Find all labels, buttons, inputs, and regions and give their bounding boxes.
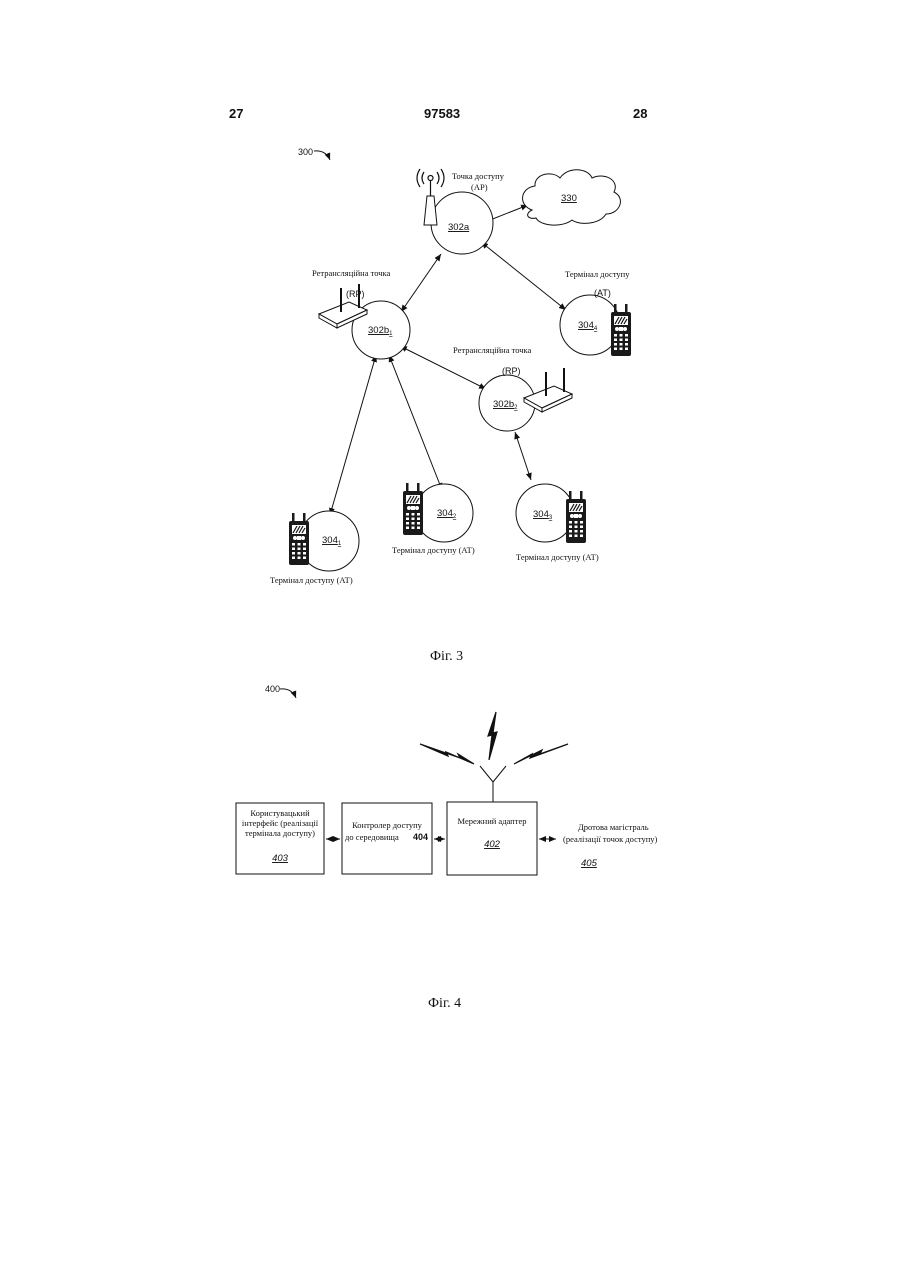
mac-block-ref: 404 — [413, 832, 428, 842]
backhaul-line2: (реалізації точок доступу) — [563, 834, 658, 844]
fig4-ref-arrow — [280, 689, 296, 698]
phone-icon — [566, 491, 586, 543]
fig3-ref-label: 300 — [298, 147, 313, 157]
net-block-ref: 402 — [484, 839, 501, 850]
ui-block-line2: інтерфейс (реалізації — [242, 818, 319, 828]
antenna-icon — [480, 766, 506, 802]
fig4-caption: Фіг. 4 — [428, 996, 461, 1011]
mac-block-line2: до середовища — [345, 832, 399, 842]
link-ap-at4 — [481, 242, 566, 310]
backhaul-line1: Дротова магістраль — [578, 822, 649, 832]
fig3-caption: Фіг. 3 — [430, 649, 463, 664]
backhaul-ref: 405 — [581, 858, 598, 869]
phone-icon — [403, 483, 423, 535]
at4-tag: (AT) — [594, 288, 611, 298]
net-block-line1: Мережний адаптер — [458, 816, 527, 826]
mac-block-line1: Контролер доступу — [352, 820, 423, 830]
link-ap-rp1 — [401, 254, 441, 312]
link-rp1-at1 — [330, 355, 376, 515]
rp2-tag: (RP) — [502, 366, 521, 376]
fig4-ref-label: 400 — [265, 684, 280, 694]
cloud-ref: 330 — [561, 193, 577, 204]
ui-block-line3: термінала доступу) — [245, 828, 315, 838]
at2-label: Термінал доступу (AT) — [392, 545, 475, 555]
rp1-label: Ретрансляційна точка — [312, 268, 391, 278]
rp2-label: Ретрансляційна точка — [453, 345, 532, 355]
at4-label: Термінал доступу — [565, 269, 630, 279]
fig3-ref-arrow — [314, 151, 330, 160]
phone-icon — [289, 513, 309, 565]
ui-block-line1: Користувацький — [250, 808, 310, 818]
fig3-links — [330, 205, 566, 515]
at1-label: Термінал доступу (AT) — [270, 575, 353, 585]
phone-icon — [611, 304, 631, 356]
ap-ref: 302a — [448, 222, 470, 233]
ap-label-tag: (AP) — [471, 182, 488, 192]
link-rp1-at2 — [389, 355, 442, 490]
signal-lightning-icon — [420, 712, 568, 764]
at3-label: Термінал доступу (AT) — [516, 552, 599, 562]
ui-block-ref: 403 — [272, 853, 289, 864]
link-rp2-at3 — [515, 432, 531, 480]
rp1-tag: (RP) — [346, 289, 365, 299]
ap-label: Точка доступу — [452, 171, 505, 181]
